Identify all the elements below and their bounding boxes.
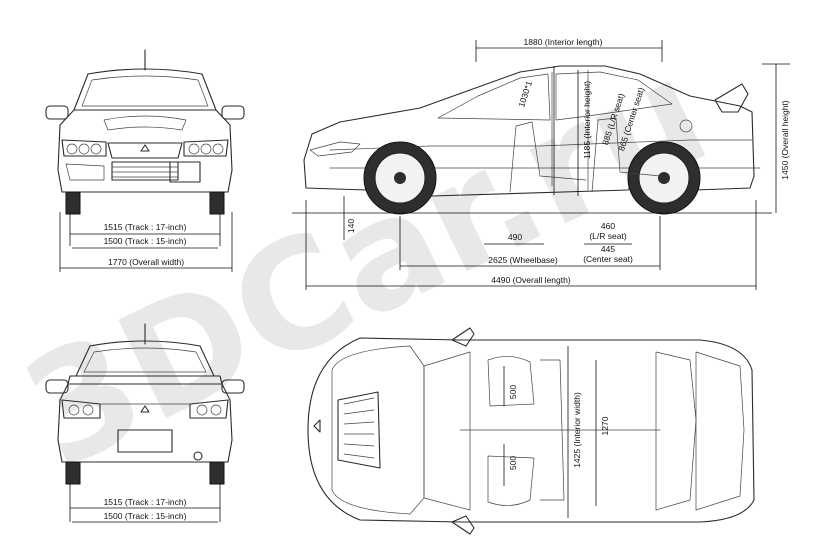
top-seat-front-label: 500 <box>508 385 518 399</box>
rear-tread-center-sub-label: (Center seat) <box>583 254 633 264</box>
overall-height-label: 1450 (Overall height) <box>780 100 790 180</box>
overall-width-label: 1770 (Overall width) <box>108 257 184 267</box>
wheelbase-label: 2625 (Wheelbase) <box>488 255 558 265</box>
top-dimensions: 500 500 1425 (Interior width) 1270 <box>503 346 610 518</box>
rear-track-15-label: 1500 (Track : 15-inch) <box>104 511 187 521</box>
cabin-width-label: 1270 <box>600 416 610 435</box>
rear-view <box>45 323 245 485</box>
rear-track-17-label: 1515 (Track : 17-inch) <box>104 497 187 507</box>
interior-length-label: 1880 (Interior length) <box>524 37 603 47</box>
front-view <box>45 49 245 215</box>
top-view <box>307 327 755 535</box>
rear-dimensions: 1515 (Track : 17-inch) 1500 (Track : 15-… <box>69 484 221 523</box>
front-overhang-label: 490 <box>508 232 522 242</box>
interior-width-label: 1425 (Interior width) <box>572 392 582 468</box>
overall-length-label: 4490 (Overall length) <box>491 275 571 285</box>
front-track-15-label: 1500 (Track : 15-inch) <box>104 236 187 246</box>
side-view <box>303 65 761 215</box>
rear-tread-lr-sub-label: (L/R seat) <box>589 231 626 241</box>
rear-tread-lr-label: 460 <box>601 221 615 231</box>
front-dimensions: 1515 (Track : 17-inch) 1500 (Track : 15-… <box>59 212 233 272</box>
top-seat-rear-label: 500 <box>508 456 518 470</box>
interior-height-label: 1185 (Interior height) <box>582 81 592 159</box>
rear-tread-center-label: 445 <box>601 244 615 254</box>
ground-clearance-label: 140 <box>346 219 356 233</box>
front-track-17-label: 1515 (Track : 17-inch) <box>104 222 187 232</box>
